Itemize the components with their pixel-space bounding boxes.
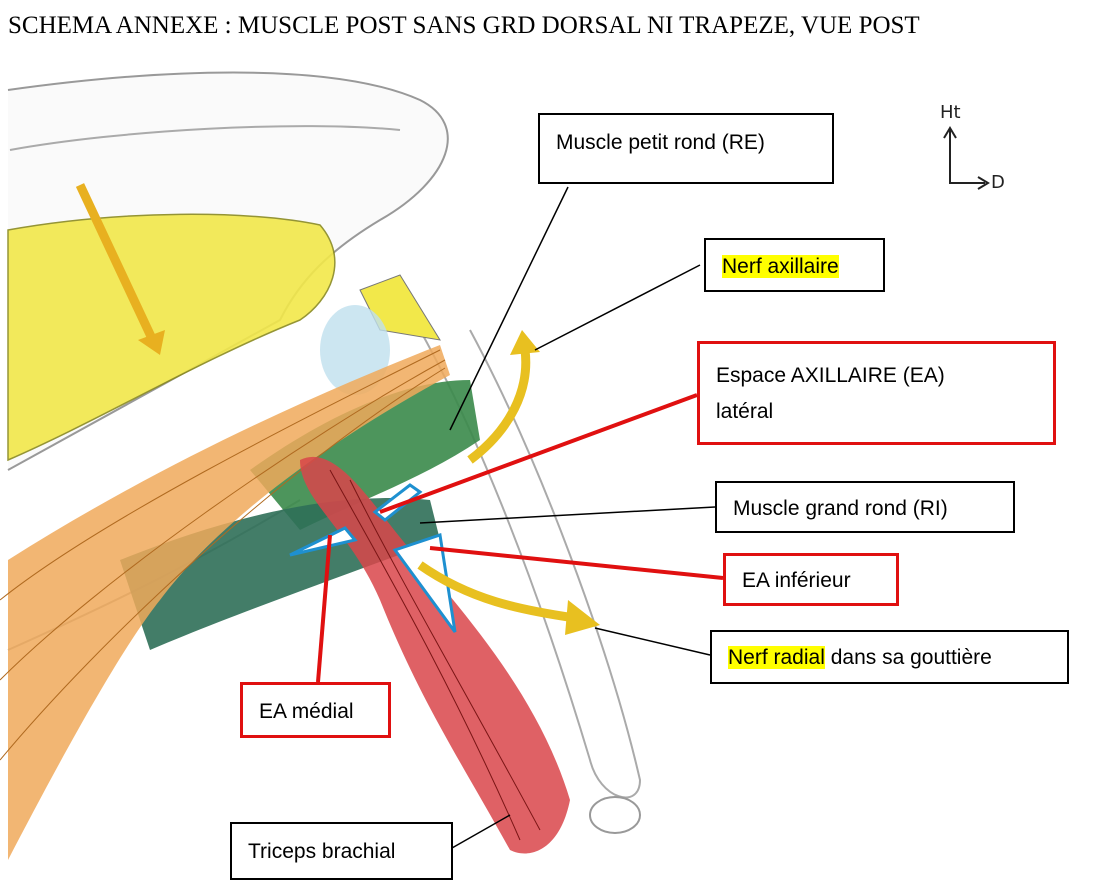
axillary-nerve-arrowhead [510,330,540,355]
triceps-muscle [300,456,570,854]
leader-ea-lateral [379,393,698,514]
scapula-direction-arrowhead [138,330,165,355]
label-petit-rond: Muscle petit rond (RE) [538,113,834,184]
label-text: Muscle grand rond (RI) [733,497,948,520]
leader-petit-rond [449,186,569,431]
label-text: Nerf radial [728,646,825,669]
leader-triceps [451,814,511,849]
label-nerf-radial: Nerf radial dans sa gouttière [710,630,1069,684]
orientation-right-label: D [991,172,1005,193]
teres-minor-muscle [250,380,480,530]
leader-nerf-axillaire [534,264,701,351]
scapula-direction-arrow [75,183,160,347]
label-text: dans sa gouttière [824,646,992,669]
label-nerf-axillaire: Nerf axillaire [704,238,885,292]
acromion-outline [9,125,401,151]
page-title: SCHEMA ANNEXE : MUSCLE POST SANS GRD DOR… [8,12,920,39]
label-triceps: Triceps brachial [230,822,453,880]
label-text: Triceps brachial [248,840,396,863]
supraspinatus-muscle [7,213,336,462]
leader-ea-medial [316,534,332,683]
axillary-nerve-arrow [467,349,531,464]
leader-nerf-radial [594,627,711,656]
compass-arrows-icon [943,126,990,190]
infraspinatus-muscle [8,345,450,860]
label-text: EA inférieur [742,569,851,592]
label-ea-medial: EA médial [240,682,391,738]
label-grand-rond: Muscle grand rond (RI) [715,481,1015,533]
label-text: latéral [716,400,774,423]
label-text: Muscle petit rond (RE) [556,131,765,154]
label-text: Nerf axillaire [722,255,839,278]
ea-medial-outline [289,526,358,557]
radial-nerve-arrow [417,561,576,623]
label-ea-inferieur: EA inférieur [723,553,899,606]
label-ea-lateral: Espace AXILLAIRE (EA) latéral [697,341,1056,445]
radial-nerve-arrowhead [565,600,600,635]
leader-ea-inferieur [429,546,724,580]
orientation-up-label: Ht [940,102,961,123]
label-text: Espace AXILLAIRE (EA) [716,364,945,387]
leader-grand-rond [419,506,716,524]
label-text: EA médial [259,700,354,723]
humerus-end [589,796,641,834]
